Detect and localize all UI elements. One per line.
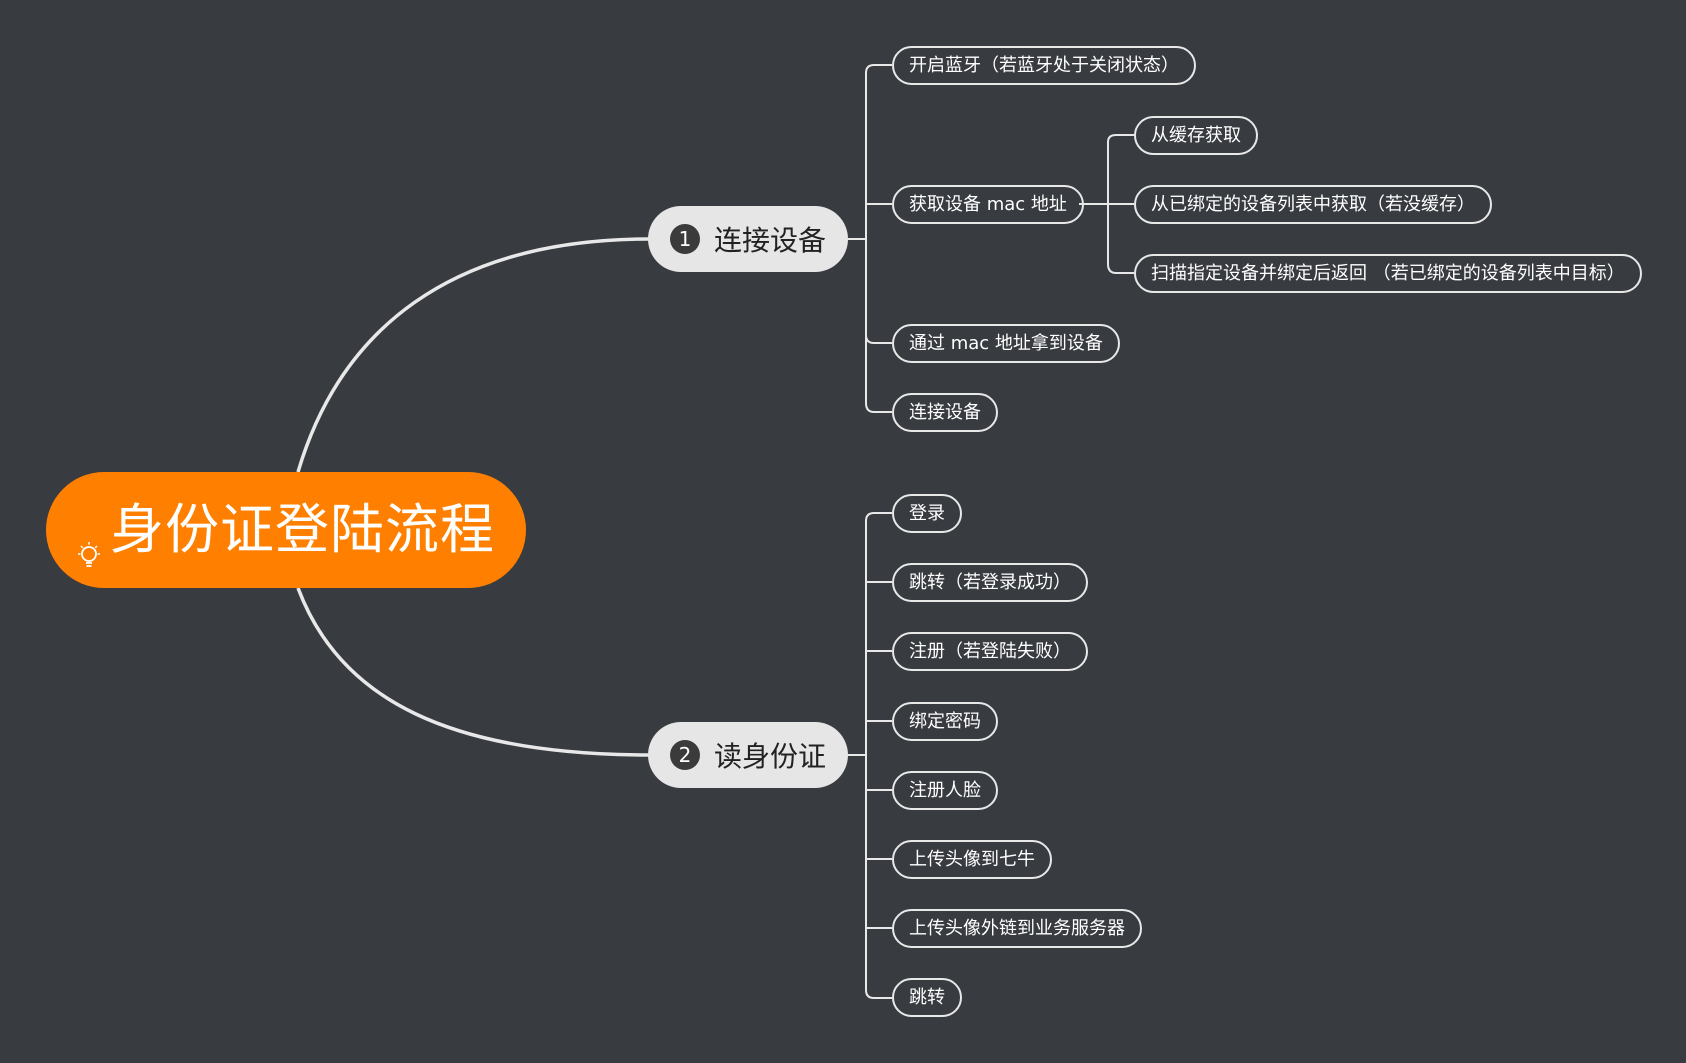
branch-number-badge: 2 xyxy=(670,740,700,770)
root-topic-title: 身份证登陆流程 xyxy=(110,498,495,561)
subtopic-upload-avatar-link[interactable]: 上传头像外链到业务服务器 xyxy=(892,909,1142,948)
subtopic-upload-avatar-qiniu[interactable]: 上传头像到七牛 xyxy=(892,840,1052,879)
subtopic-redirect-on-success[interactable]: 跳转（若登录成功） xyxy=(892,563,1088,602)
subtopic-connect-device[interactable]: 连接设备 xyxy=(892,393,998,432)
subtopic-label: 通过 mac 地址拿到设备 xyxy=(909,333,1103,354)
subtopic-login[interactable]: 登录 xyxy=(892,494,962,533)
subtopic-label: 注册人脸 xyxy=(909,780,981,801)
subtopic-bind-password[interactable]: 绑定密码 xyxy=(892,702,998,741)
subtopic-label: 绑定密码 xyxy=(909,711,981,732)
subtopic-label: 扫描指定设备并绑定后返回 （若已绑定的设备列表中目标） xyxy=(1151,263,1625,284)
connector-mac-children xyxy=(1079,134,1134,274)
subtopic-label: 注册（若登陆失败） xyxy=(909,641,1071,662)
connector-branch-1-ticks xyxy=(865,64,892,413)
branch-topic-label: 读身份证 xyxy=(714,740,827,773)
subtopic-from-cache[interactable]: 从缓存获取 xyxy=(1134,116,1258,155)
subtopic-label: 登录 xyxy=(909,503,945,524)
subtopic-get-mac-address[interactable]: 获取设备 mac 地址 xyxy=(892,185,1084,224)
subtopic-label: 从缓存获取 xyxy=(1151,125,1241,146)
branch-topic-label: 连接设备 xyxy=(714,224,827,257)
subtopic-label: 开启蓝牙（若蓝牙处于关闭状态） xyxy=(909,55,1179,76)
root-topic[interactable]: 身份证登陆流程 xyxy=(46,472,526,588)
branch-number-badge: 1 xyxy=(670,224,700,254)
subtopic-label: 获取设备 mac 地址 xyxy=(909,194,1067,215)
lightbulb-icon xyxy=(78,542,100,567)
subtopic-label: 跳转 xyxy=(909,987,945,1008)
branch-topic-read-id-card[interactable]: 2 读身份证 xyxy=(648,722,849,788)
subtopic-redirect[interactable]: 跳转 xyxy=(892,978,962,1017)
subtopic-label: 上传头像到七牛 xyxy=(909,849,1035,870)
subtopic-label: 上传头像外链到业务服务器 xyxy=(909,918,1125,939)
subtopic-scan-and-bind[interactable]: 扫描指定设备并绑定后返回 （若已绑定的设备列表中目标） xyxy=(1134,254,1642,293)
subtopic-register-on-failure[interactable]: 注册（若登陆失败） xyxy=(892,632,1088,671)
subtopic-label: 从已绑定的设备列表中获取（若没缓存） xyxy=(1151,194,1475,215)
connector-root-branch-2 xyxy=(296,587,651,757)
subtopic-register-face[interactable]: 注册人脸 xyxy=(892,771,998,810)
subtopic-enable-bluetooth[interactable]: 开启蓝牙（若蓝牙处于关闭状态） xyxy=(892,46,1196,85)
subtopic-get-device-by-mac[interactable]: 通过 mac 地址拿到设备 xyxy=(892,324,1120,363)
subtopic-label: 跳转（若登录成功） xyxy=(909,572,1071,593)
branch-topic-connect-device[interactable]: 1 连接设备 xyxy=(648,206,849,272)
subtopic-label: 连接设备 xyxy=(909,402,981,423)
connector-branch-2-ticks xyxy=(865,512,892,999)
connector-root-branch-1 xyxy=(296,237,651,473)
subtopic-from-bound-list[interactable]: 从已绑定的设备列表中获取（若没缓存） xyxy=(1134,185,1492,224)
